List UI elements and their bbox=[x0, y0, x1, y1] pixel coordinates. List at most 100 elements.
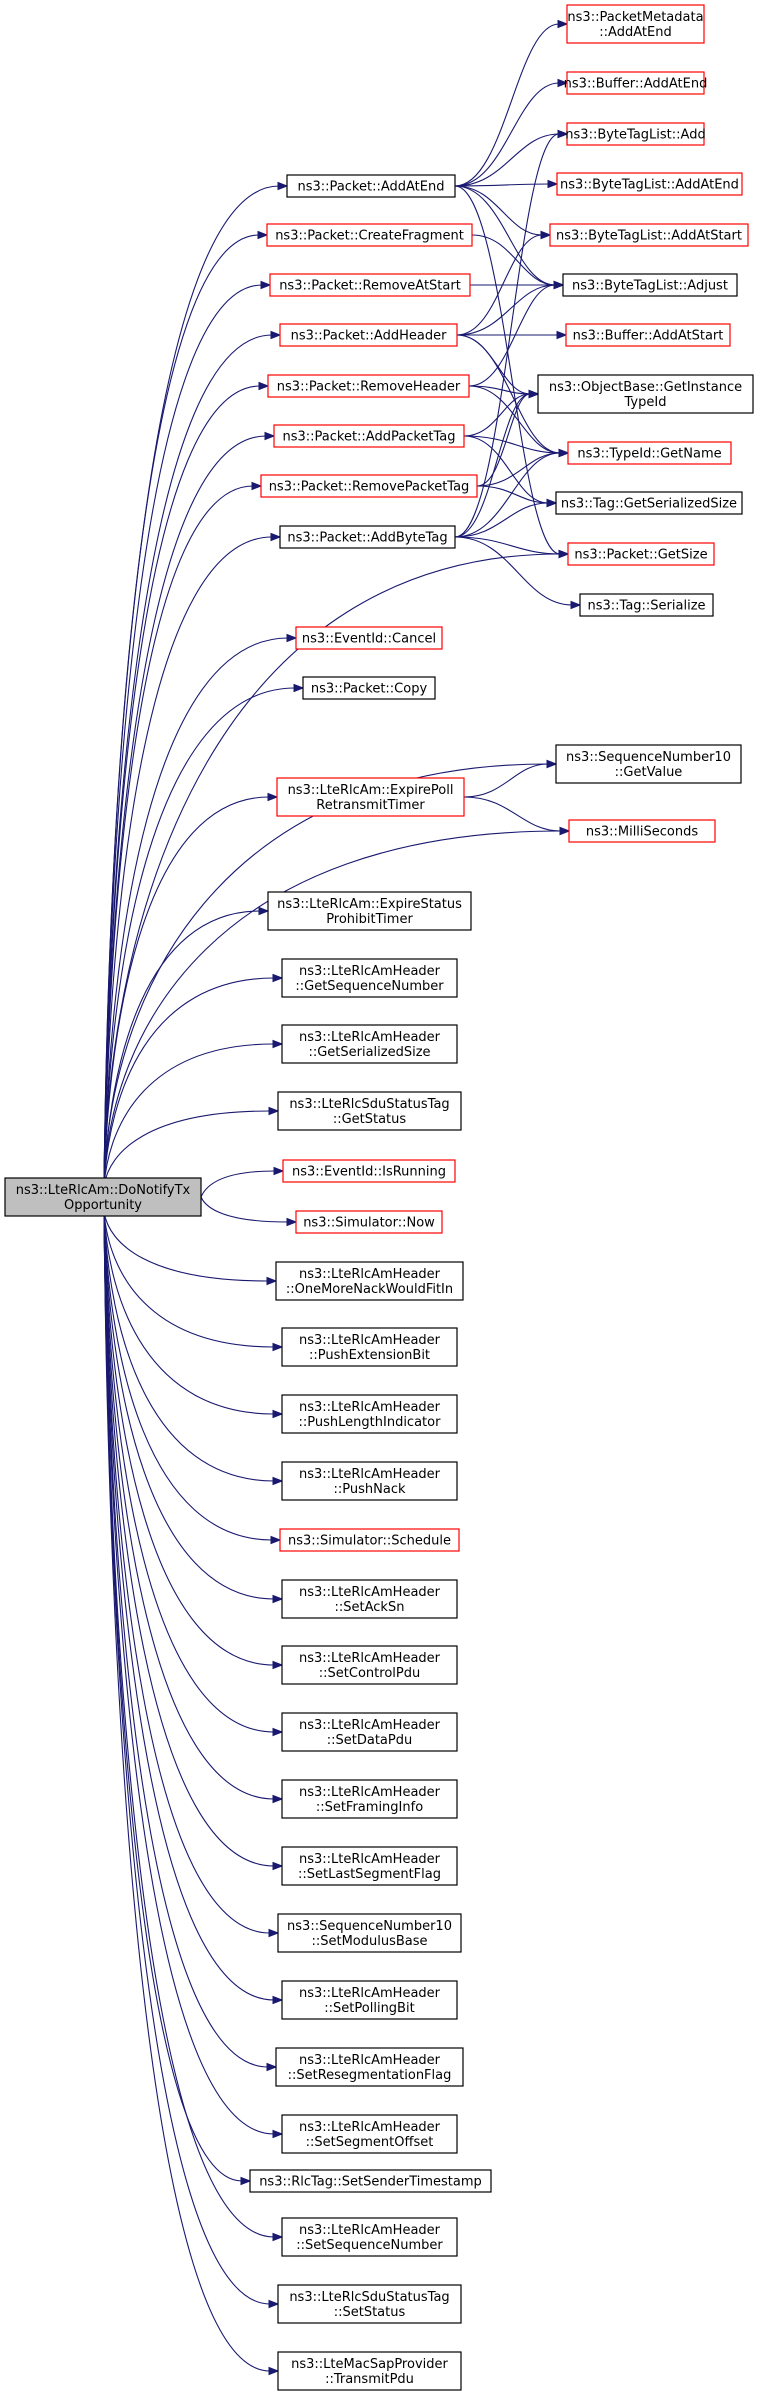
node-isRunning[interactable]: ns3::EventId::IsRunning bbox=[282, 1159, 456, 1183]
arrowhead bbox=[557, 78, 569, 88]
node-pktAddHeader[interactable]: ns3::Packet::AddHeader bbox=[279, 323, 458, 347]
edge-pktAddAtEnd-to-btlAdd bbox=[454, 133, 560, 187]
node-tagGetSerSize[interactable]: ns3::Tag::GetSerializedSize bbox=[555, 491, 743, 515]
node-setFramingInfo[interactable]: ns3::LteRlcAmHeader::SetFramingInfo bbox=[281, 1779, 458, 1819]
node-getSerSizeHdr[interactable]: ns3::LteRlcAmHeader::GetSerializedSize bbox=[281, 1024, 458, 1064]
node-pktCreateFragment[interactable]: ns3::Packet::CreateFragment bbox=[266, 223, 473, 247]
arrowhead bbox=[546, 498, 558, 508]
arrowhead bbox=[556, 330, 568, 340]
node-pushLenInd[interactable]: ns3::LteRlcAmHeader::PushLengthIndicator bbox=[281, 1394, 458, 1434]
node-label: ns3::Packet::AddByteTag bbox=[287, 531, 447, 546]
arrowhead bbox=[553, 280, 565, 290]
node-sduSetStatus[interactable]: ns3::LteRlcSduStatusTag::SetStatus bbox=[277, 2284, 462, 2324]
edge-pktAddByteTag-to-pktGetSize bbox=[454, 536, 561, 555]
node-box bbox=[281, 1645, 458, 1685]
node-tagSerialize[interactable]: ns3::Tag::Serialize bbox=[579, 593, 714, 617]
arrowhead bbox=[272, 1727, 284, 1737]
arrowhead bbox=[547, 179, 559, 189]
node-label: ::GetSerializedSize bbox=[308, 1045, 430, 1060]
node-label: ns3::Packet::GetSize bbox=[574, 548, 707, 563]
node-sduGetStatus[interactable]: ns3::LteRlcSduStatusTag::GetStatus bbox=[277, 1091, 462, 1131]
node-pushExtBit[interactable]: ns3::LteRlcAmHeader::PushExtensionBit bbox=[281, 1327, 458, 1367]
node-simSchedule[interactable]: ns3::Simulator::Schedule bbox=[279, 1528, 460, 1552]
node-box bbox=[277, 1091, 462, 1131]
node-box bbox=[567, 542, 715, 566]
node-bufAddAtEnd[interactable]: ns3::Buffer::AddAtEnd bbox=[564, 71, 708, 95]
node-label: ns3::Buffer::AddAtStart bbox=[573, 329, 724, 344]
node-setAckSn[interactable]: ns3::LteRlcAmHeader::SetAckSn bbox=[281, 1579, 458, 1619]
node-box bbox=[295, 1210, 443, 1234]
node-pktAddByteTag[interactable]: ns3::Packet::AddByteTag bbox=[279, 525, 456, 549]
node-setDataPdu[interactable]: ns3::LteRlcAmHeader::SetDataPdu bbox=[281, 1712, 458, 1752]
node-simNow[interactable]: ns3::Simulator::Now bbox=[295, 1210, 443, 1234]
edge-pktCreateFragment-to-btlAdjust bbox=[471, 234, 556, 286]
node-label: ns3::Packet::RemoveAtStart bbox=[279, 279, 461, 294]
node-pktRemoveAtStart[interactable]: ns3::Packet::RemoveAtStart bbox=[269, 273, 471, 297]
node-pktAddAtEnd[interactable]: ns3::Packet::AddAtEnd bbox=[286, 174, 456, 198]
node-metaAddAtEnd[interactable]: ns3::PacketMetadata::AddAtEnd bbox=[566, 4, 705, 44]
node-box bbox=[269, 273, 471, 297]
node-btlAddAtEnd[interactable]: ns3::ByteTagList::AddAtEnd bbox=[556, 172, 743, 196]
node-getSeqNum[interactable]: ns3::LteRlcAmHeader::GetSequenceNumber bbox=[281, 958, 458, 998]
node-milliSeconds[interactable]: ns3::MilliSeconds bbox=[568, 819, 716, 843]
node-setSeqNum[interactable]: ns3::LteRlcAmHeader::SetSequenceNumber bbox=[281, 2217, 458, 2257]
node-label: ns3::LteRlcAmHeader bbox=[299, 1651, 441, 1666]
arrowhead bbox=[257, 230, 269, 240]
node-transmitPdu[interactable]: ns3::LteMacSapProvider::TransmitPdu bbox=[277, 2351, 462, 2391]
node-setLastSeg[interactable]: ns3::LteRlcAmHeader::SetLastSegmentFlag bbox=[281, 1846, 458, 1886]
node-box bbox=[566, 122, 705, 146]
node-pktAddPacketTag[interactable]: ns3::Packet::AddPacketTag bbox=[273, 424, 465, 448]
node-setControlPdu[interactable]: ns3::LteRlcAmHeader::SetControlPdu bbox=[281, 1645, 458, 1685]
node-pktGetSize[interactable]: ns3::Packet::GetSize bbox=[567, 542, 715, 566]
node-label: ::GetValue bbox=[615, 765, 683, 780]
arrowhead bbox=[272, 973, 284, 983]
node-setPolling[interactable]: ns3::LteRlcAmHeader::SetPollingBit bbox=[281, 1980, 458, 2020]
node-pktRemovePacketTag[interactable]: ns3::Packet::RemovePacketTag bbox=[260, 474, 478, 498]
arrowhead bbox=[268, 1106, 280, 1116]
edge-root-to-pktCopy bbox=[103, 687, 296, 1187]
node-box bbox=[277, 1913, 462, 1953]
node-pktCopy[interactable]: ns3::Packet::Copy bbox=[302, 676, 436, 700]
arrowhead bbox=[277, 181, 289, 191]
node-btlAdjust[interactable]: ns3::ByteTagList::Adjust bbox=[562, 273, 738, 297]
node-bufAddAtStart[interactable]: ns3::Buffer::AddAtStart bbox=[565, 323, 731, 347]
node-sn10GetValue[interactable]: ns3::SequenceNumber10::GetValue bbox=[555, 744, 742, 784]
node-pushNack[interactable]: ns3::LteRlcAmHeader::PushNack bbox=[281, 1461, 458, 1501]
node-label: ns3::Packet::AddPacketTag bbox=[282, 430, 455, 445]
node-eventCancel[interactable]: ns3::EventId::Cancel bbox=[295, 626, 443, 650]
node-setModulus[interactable]: ns3::SequenceNumber10::SetModulusBase bbox=[277, 1913, 462, 1953]
edge-root-to-milliSeconds bbox=[103, 830, 562, 1187]
edge-pktRemovePacketTag-to-tagGetSerSize bbox=[476, 485, 549, 504]
node-box bbox=[555, 744, 742, 784]
node-pktRemoveHeader[interactable]: ns3::Packet::RemoveHeader bbox=[267, 374, 470, 398]
edge-root-to-setReseg bbox=[103, 1211, 269, 2068]
node-box bbox=[267, 891, 472, 931]
node-setSegOffset[interactable]: ns3::LteRlcAmHeader::SetSegmentOffset bbox=[281, 2114, 458, 2154]
node-rlcTagSet[interactable]: ns3::RlcTag::SetSenderTimestamp bbox=[249, 2169, 492, 2193]
edge-pktRemovePacketTag-to-typeGetName bbox=[476, 452, 561, 487]
node-box bbox=[566, 4, 705, 44]
node-box bbox=[281, 1461, 458, 1501]
arrowhead bbox=[272, 1660, 284, 1670]
edge-root-to-getSerSizeHdr bbox=[103, 1043, 275, 1187]
arrowhead bbox=[264, 431, 276, 441]
node-btlAdd[interactable]: ns3::ByteTagList::Add bbox=[565, 122, 706, 146]
node-typeGetName[interactable]: ns3::TypeId::GetName bbox=[567, 441, 732, 465]
edges-layer bbox=[103, 19, 582, 2376]
node-box bbox=[281, 1712, 458, 1752]
node-oneMoreNack[interactable]: ns3::LteRlcAmHeader::OneMoreNackWouldFit… bbox=[275, 1261, 464, 1301]
node-label: ::SetPollingBit bbox=[324, 2001, 414, 2016]
arrowhead bbox=[268, 2299, 280, 2309]
node-box bbox=[537, 374, 754, 414]
nodes-layer: ns3::LteRlcAm::DoNotifyTxOpportunityns3:… bbox=[4, 4, 754, 2391]
arrowhead bbox=[286, 633, 298, 643]
arrowhead bbox=[270, 532, 282, 542]
edge-pktAddHeader-to-typeGetName bbox=[456, 334, 561, 454]
node-box bbox=[4, 1177, 202, 1217]
node-btlAddAtStart[interactable]: ns3::ByteTagList::AddAtStart bbox=[549, 223, 749, 247]
node-setReseg[interactable]: ns3::LteRlcAmHeader::SetResegmentationFl… bbox=[275, 2047, 464, 2087]
